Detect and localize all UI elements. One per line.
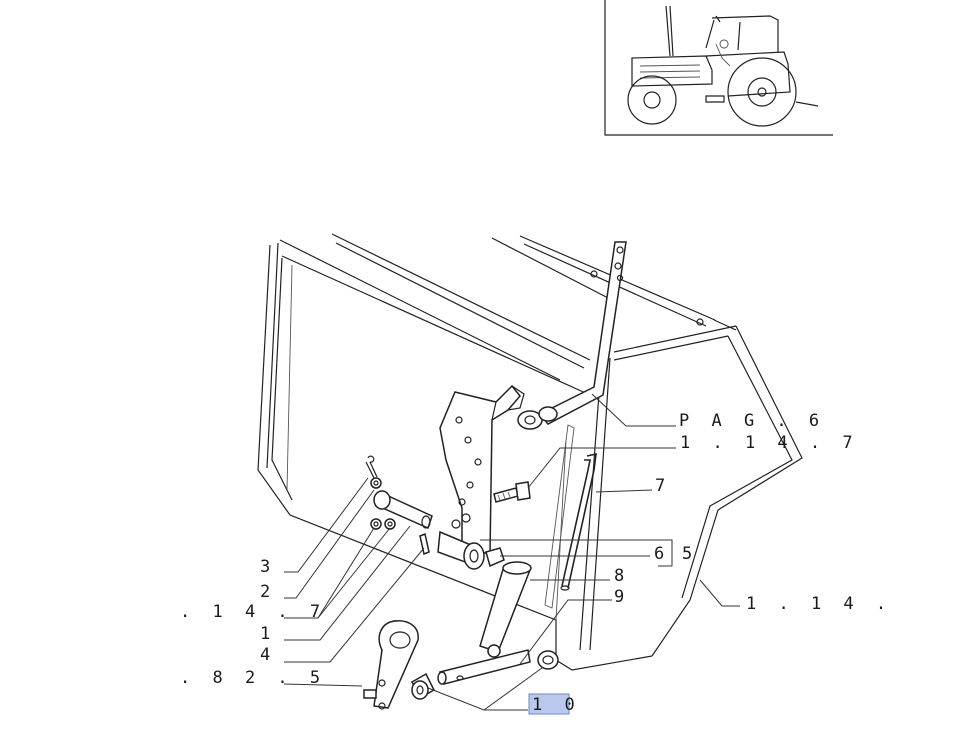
washer-upper [370,477,382,489]
callout-10[interactable]: 1 0 [532,695,581,715]
split-pin [365,455,378,479]
callout-4: 4 [260,645,276,665]
callout-14-7-left: . 1 4 . 7 [180,602,326,622]
callout-7: 7 [655,476,671,496]
callout-82-5: . 8 2 . 5 [180,668,326,688]
nut [485,547,505,568]
callout-3: 3 [260,557,276,577]
cab-frame [257,233,803,671]
rod [560,452,597,591]
lever-arm-assembly [517,241,627,430]
roll-pin [419,532,430,556]
washers [370,518,396,530]
leader-lines [283,393,740,711]
lower-link [479,561,532,658]
shaft [437,649,559,685]
callout-1-14-7-right: 1 . 1 4 . 7 [680,433,859,453]
callout-labels: 3 2 . 1 4 . 7 1 4 . 8 2 . 5 P A G . 6 1 … [180,411,892,715]
clevis-pin [373,490,433,530]
callout-8: 8 [614,566,630,586]
callout-pag-6: P A G . 6 [679,411,825,431]
callout-5: 5 [682,544,698,564]
bolt [493,481,531,503]
callout-6: 6 [654,544,670,564]
callout-1: 1 [260,624,276,644]
callout-10-highlight [528,693,570,715]
mounting-bracket [437,384,525,570]
callout-9: 9 [614,587,630,607]
callout-1-14: 1 . 1 4 . [746,594,892,614]
tractor-thumbnail [604,0,833,136]
callout-2: 2 [260,582,276,602]
pedal-lever [363,620,419,710]
tractor-icon [627,5,819,127]
bushing [411,672,435,700]
